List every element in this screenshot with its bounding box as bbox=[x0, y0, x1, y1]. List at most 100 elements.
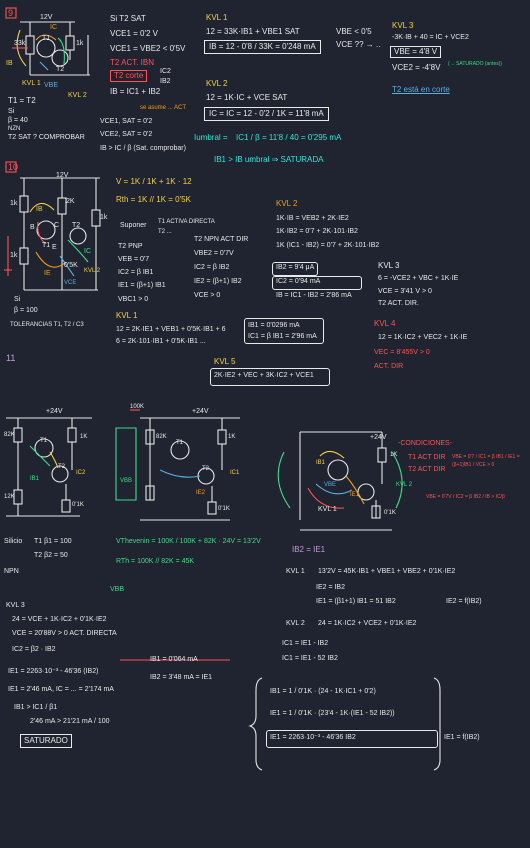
p11-saturated-badge: SATURADO bbox=[20, 734, 72, 748]
right-vce-note: (→ SATURADO (antes)) bbox=[448, 61, 503, 67]
p10-kvl3-title: KVL 3 bbox=[378, 261, 400, 270]
circuit-11b bbox=[115, 409, 240, 521]
circuit-9-t2: T2 bbox=[56, 66, 65, 73]
circuit-11c-r2: 1K bbox=[390, 452, 398, 458]
p11-conditions-t1: T1 ACT DIR bbox=[408, 454, 446, 461]
circuit-11b-vbb: VBB bbox=[120, 478, 133, 484]
p11-kvl3-eq6: IB1 > IC1 / β1 bbox=[14, 704, 58, 711]
p11-given-t2: T2 β2 = 50 bbox=[34, 552, 68, 559]
circuit-11b-r2: 1K bbox=[228, 434, 236, 440]
p10-results1-box bbox=[244, 318, 324, 344]
problem-10-number: 10 bbox=[8, 162, 19, 172]
kvl2-title: KVL 2 bbox=[206, 79, 228, 88]
circuit-11c bbox=[277, 431, 403, 531]
thevenin-vth: V = 1K / 1K + 1K · 12 bbox=[116, 177, 192, 186]
p10-kvl4-eq: 12 = 1K·IC2 + VEC2 + 1K·IE bbox=[378, 334, 468, 341]
circuit-11c-kvl2: KVL 2 bbox=[396, 482, 413, 488]
assume-ib2: IB2 bbox=[160, 78, 171, 85]
p10-result-ib1: IB1 = 0'0296 mA bbox=[248, 322, 300, 329]
p10-given-beta: β = 100 bbox=[14, 307, 38, 314]
circuit-10-b: B bbox=[30, 224, 35, 231]
assume-sum: IB = IC1 + IB2 bbox=[110, 87, 161, 96]
p10-result-ic1: IC1 = β IB1 = 2'96 mA bbox=[248, 333, 317, 340]
p11-given-npn: NPN bbox=[4, 568, 19, 575]
p11-kvl3-eq2: VCE = 20'88V > 0 ACT. DIRECTA bbox=[12, 630, 117, 637]
thevenin-rth: Rth = 1K // 1K = 0'5K bbox=[116, 195, 191, 204]
circuit-11a-vcc: +24V bbox=[46, 408, 63, 415]
p11-current-ib1: IB1 = 0'064 mA bbox=[150, 656, 198, 663]
p11-matrix-row2: IE1 = 1 / 0'1K · (23'4 - 1K·(IE1 - 52 IB… bbox=[270, 710, 395, 717]
p11-kvl2-ic2: IC1 = IE1 - 52 IB2 bbox=[282, 655, 338, 662]
circuit-10-r4: 0'5K bbox=[64, 262, 78, 269]
circuit-11a-r4: 0'1K bbox=[72, 502, 84, 508]
p10-result-ib: IB = IC1 - IB2 = 2'86 mA bbox=[276, 292, 352, 299]
kvl2-eq: 12 = 1K·IC + VCE SAT bbox=[206, 93, 288, 102]
sat-vce1: VCE1, SAT = 0'2 bbox=[100, 118, 153, 125]
p10-kvl4-title: KVL 4 bbox=[374, 319, 396, 328]
p10-kvl5-eq: 2K·IE2 + VEC + 3K·IC2 + VCE1 bbox=[214, 372, 314, 379]
right-vce-result: VCE2 = -4'8V bbox=[392, 63, 441, 72]
circuit-11a-t1: T1 bbox=[40, 438, 48, 444]
p10-result-ib2: IB2 = 9'4 μA bbox=[276, 264, 315, 271]
p11-matrix-result-box bbox=[266, 730, 438, 748]
t2-pnp-veb: VEB = 0'7 bbox=[118, 256, 150, 263]
given-question: T2 SAT ? COMPROBAR bbox=[8, 134, 85, 141]
p11-conditions-header: -CONDICIONES- bbox=[398, 440, 453, 447]
p11-given-si: Silicio bbox=[4, 538, 23, 545]
p11-thevenin-rth: RTh = 100K // 82K = 45K bbox=[116, 558, 195, 565]
circuit-10-t2: T2 bbox=[72, 222, 81, 229]
circuit-10-ic: IC bbox=[84, 248, 91, 255]
p10-given-question: TOLERANCIAS T1, T2 / C3 bbox=[10, 322, 84, 328]
p11-given-t1: T1 β1 = 100 bbox=[34, 538, 72, 545]
circuit-11b-ic1: IC1 bbox=[230, 470, 240, 476]
p10-kvl1-eq1: 12 = 2K·IE1 + VEB1 + 0'5K·IB1 + 6 bbox=[116, 326, 226, 333]
kvl1-title: KVL 1 bbox=[206, 13, 228, 22]
t2-cond-ie: IE2 = (β+1) IB2 bbox=[194, 278, 242, 285]
p10-kvl4-vec: VEC = 8'455V > 0 bbox=[374, 349, 430, 356]
t2-cond-vbe: VBE2 = 0'7V bbox=[194, 250, 234, 257]
right-kvl3-eq: -3K·IB + 40 = IC + VCE2 bbox=[392, 34, 469, 41]
p11-conditions-t2-list: VBE = 0'7V / IC2 = β IB2 / IB > IC/β bbox=[426, 494, 505, 500]
p11-matrix-row1: IB1 = 1 / 0'1K · (24 - 1K·IC1 + 0'2) bbox=[270, 688, 376, 695]
t2-cond-title: T2 NPN ACT DIR bbox=[194, 236, 249, 243]
circuit-11a-t2: T2 bbox=[58, 464, 66, 470]
p11-kvl1-eq3: IE1 = (β1+1) IB1 = 51 IB2 bbox=[316, 598, 396, 605]
p11-kvl2-title: KVL 2 bbox=[286, 620, 305, 627]
circuit-11a-r2: 1K bbox=[80, 434, 88, 440]
kvl2-result-box: IC = IC = 12 - 0'2 / 1K = 11'8 mA bbox=[204, 107, 329, 121]
circuit-9-ib: IB bbox=[6, 60, 13, 67]
p11-kvl1-title: KVL 1 bbox=[286, 568, 305, 575]
circuit-11c-vbe: VBE bbox=[324, 482, 337, 488]
circuit-11a bbox=[6, 417, 92, 517]
circuit-11a-r1: 82K bbox=[4, 432, 15, 438]
circuit-10-ib: IB bbox=[36, 206, 43, 213]
p10-ic2-box bbox=[272, 276, 362, 290]
circuit-10-ie: IE bbox=[44, 270, 51, 277]
assume10-title: Suponer bbox=[120, 222, 147, 229]
circuit-11b-t1: T1 bbox=[176, 440, 184, 446]
circuit-10-kvl: KVL 2 bbox=[84, 268, 101, 274]
sat-note: se asume ... ACT bbox=[140, 105, 187, 111]
assume-ic2: IC2 bbox=[160, 68, 171, 75]
circuit-9-rc: 1k bbox=[76, 40, 84, 47]
kvl1-result-box: IB = 12 - 0'8 / 33K = 0'248 mA bbox=[204, 40, 321, 54]
circuit-11b-vcc: +24V bbox=[192, 408, 209, 415]
p11-kvl1-eq1: 13'2V = 45K·IB1 + VBE1 + VBE2 + 0'1K·IE2 bbox=[318, 568, 456, 575]
p10-kvl2-eq3: 1K (IC1 - IB2) = 0'7 + 2K·101·IB2 bbox=[276, 242, 380, 249]
circuit-10-c: C bbox=[54, 222, 60, 229]
kvl1-eq: 12 = 33K·IB1 + VBE1 SAT bbox=[206, 27, 300, 36]
t2-pnp-title: T2 PNP bbox=[118, 243, 143, 250]
t2-pnp-vbc: VBC1 > 0 bbox=[118, 296, 149, 303]
circuit-9-vbe: VBE bbox=[44, 82, 59, 89]
p10-kvl4-conclusion: ACT. DIR bbox=[374, 363, 404, 370]
p10-kvl3-vce: VCE = 3'41 V > 0 bbox=[378, 288, 432, 295]
circuit-9-kvl2: KVL 2 bbox=[68, 92, 87, 99]
p11-kvl3-title: KVL 3 bbox=[6, 602, 25, 609]
circuit-9-kvl1: KVL 1 bbox=[22, 80, 41, 87]
p11-kvl3-eq5: IE1 = 2'46 mA, IC = ... = 2'174 mA bbox=[8, 686, 114, 693]
assume-title: Si T2 SAT bbox=[110, 14, 146, 23]
p10-kvl1-title: KVL 1 bbox=[116, 311, 138, 320]
assume10-t1: T1 ACTIVA DIRECTA bbox=[158, 219, 215, 225]
right-kvl3: KVL 3 bbox=[392, 21, 414, 30]
